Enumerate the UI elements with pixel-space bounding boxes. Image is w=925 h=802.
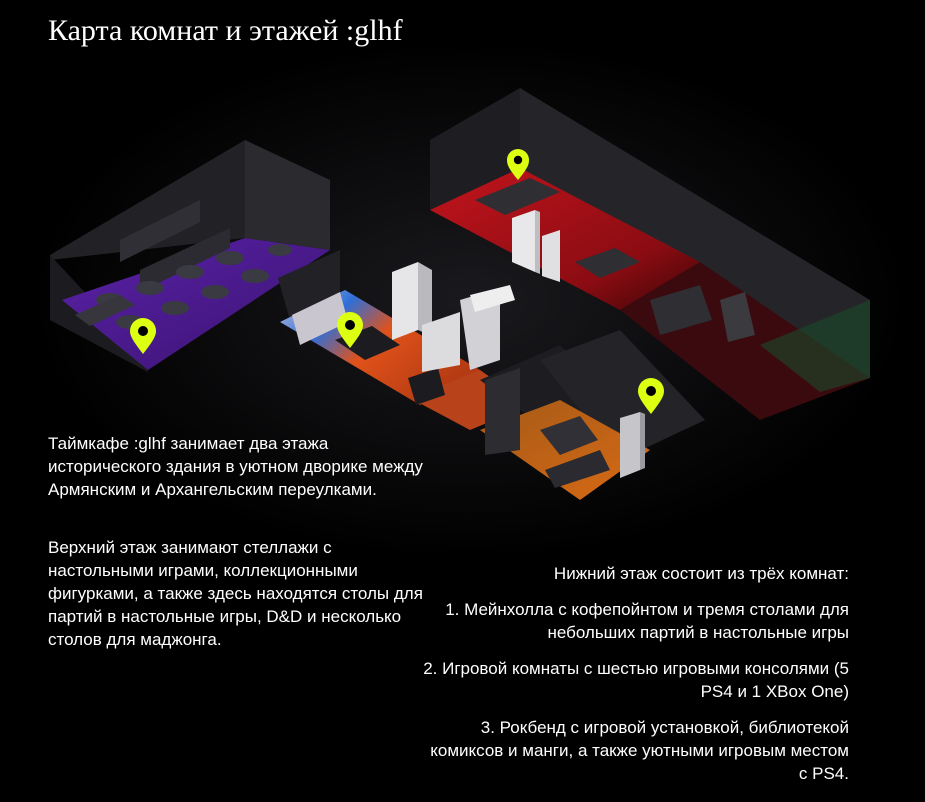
room-item-game-room: 2. Игровой комнаты с шестью игровыми кон… (423, 659, 849, 701)
map-pin-icon[interactable] (638, 378, 664, 414)
upper-floor-room (50, 140, 330, 372)
red-room (430, 88, 870, 420)
room-item-rockband: 3. Рокбенд с игровой установкой, библиот… (430, 718, 849, 783)
room-item-main-hall: 1. Мейнхолла с кофепойнтом и тремя стола… (445, 600, 849, 642)
lower-floor-description: Нижний этаж состоит из трёх комнат: 1. М… (419, 562, 849, 798)
upper-floor-description: Верхний этаж занимают стеллажи с настоль… (48, 538, 423, 649)
game-room (480, 330, 705, 500)
floor-map (30, 40, 910, 560)
intro-paragraph: Таймкафе :glhf занимает два этажа истори… (48, 434, 423, 499)
page-title: Карта комнат и этажей :glhf (48, 14, 403, 47)
lower-floor-heading: Нижний этаж состоит из трёх комнат: (553, 564, 849, 583)
map-pin-icon[interactable] (337, 312, 363, 348)
map-pin-icon[interactable] (130, 318, 156, 354)
map-pin-icon[interactable] (507, 149, 529, 180)
